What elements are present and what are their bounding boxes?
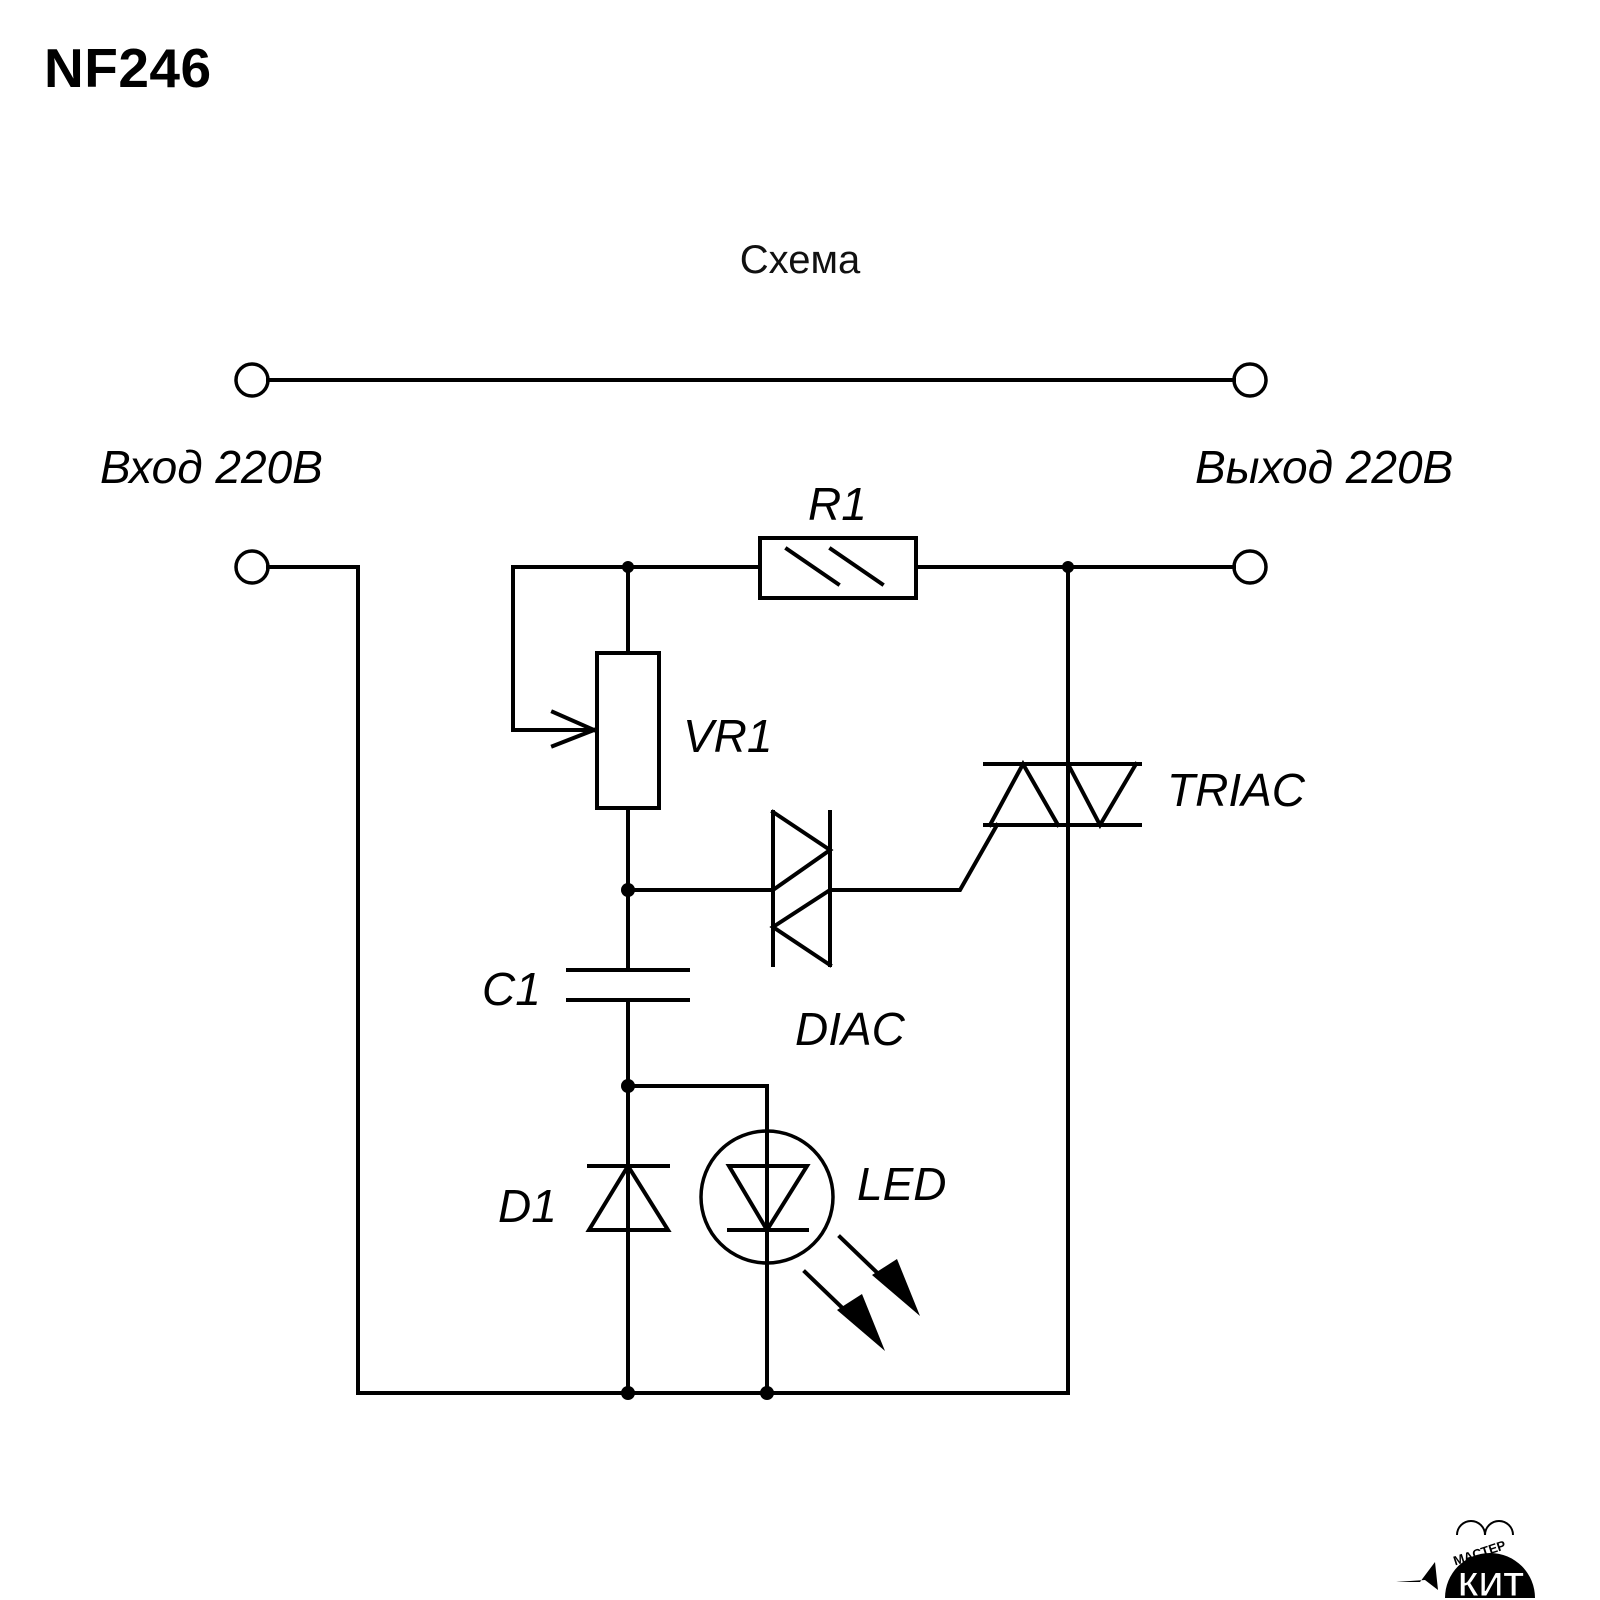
resistor-r1 bbox=[626, 536, 1070, 600]
triac bbox=[983, 565, 1142, 1395]
light-arrow-icon bbox=[872, 1259, 920, 1316]
top-rail bbox=[234, 362, 1268, 398]
diode-d1 bbox=[585, 1084, 672, 1395]
input-label: Вход 220В bbox=[100, 441, 323, 493]
led bbox=[626, 1084, 920, 1395]
logo-dome-icon bbox=[1445, 1553, 1535, 1598]
document-title: Схема bbox=[739, 238, 861, 282]
logo-arcs-icon bbox=[1456, 1520, 1514, 1536]
potentiometer-vr1 bbox=[511, 565, 661, 892]
junction-dot bbox=[621, 883, 635, 897]
label-triac: TRIAC bbox=[1167, 764, 1306, 816]
label-r1: R1 bbox=[808, 478, 867, 530]
junction-dot bbox=[622, 561, 634, 573]
wire-bottom-bus bbox=[266, 565, 1070, 1395]
label-diac: DIAC bbox=[795, 1003, 906, 1055]
diac bbox=[626, 809, 1000, 968]
label-led: LED bbox=[857, 1158, 946, 1210]
junction-dot bbox=[621, 1386, 635, 1400]
label-vr1: VR1 bbox=[683, 710, 772, 762]
junctions bbox=[621, 561, 1074, 1400]
label-c1: C1 bbox=[482, 963, 541, 1015]
output-label: Выход 220В bbox=[1195, 441, 1453, 493]
terminal-output-top bbox=[1232, 362, 1268, 398]
terminal-input-top bbox=[234, 362, 270, 398]
junction-dot bbox=[1062, 561, 1074, 573]
junction-dot bbox=[760, 1386, 774, 1400]
whale-tail-icon bbox=[1396, 1562, 1438, 1590]
junction-dot bbox=[621, 1079, 635, 1093]
label-d1: D1 bbox=[498, 1180, 557, 1232]
logo-main-text: КИТ bbox=[1458, 1566, 1524, 1600]
capacitor-c1 bbox=[566, 888, 690, 1088]
terminal-output-bottom bbox=[1232, 549, 1268, 585]
terminal-input-bottom bbox=[234, 549, 270, 585]
master-kit-logo: МАСТЕР КИТ bbox=[1396, 1520, 1535, 1600]
light-arrow-icon bbox=[837, 1294, 885, 1351]
document-code: NF246 bbox=[44, 37, 212, 99]
